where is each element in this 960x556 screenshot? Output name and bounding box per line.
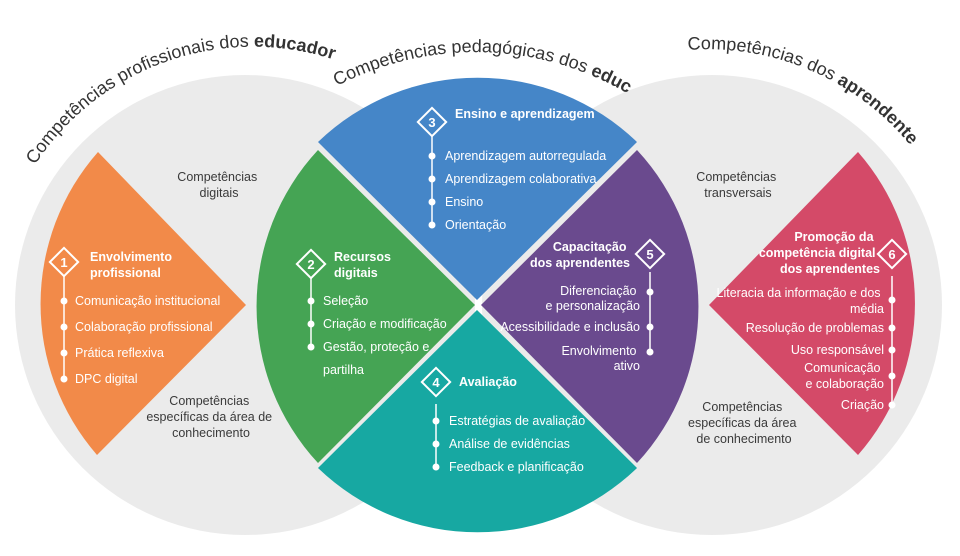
area-5-dot-1 [646, 288, 654, 296]
area-5-item-1: Diferenciação e personalização [545, 284, 640, 313]
area-3-number: 3 [428, 115, 435, 130]
area-1-shape [40, 152, 247, 455]
area-4-title: Avaliação [459, 375, 517, 389]
area-1-dot-4 [60, 375, 68, 383]
area-1-item-1: Comunicação institucional [75, 294, 220, 308]
area-1-dot-2 [60, 323, 68, 331]
area-6-item-1: Literacia da informação e dos média [717, 286, 885, 316]
area-3-item-2: Aprendizagem colaborativa [445, 172, 597, 186]
annotation-right-top: Competências transversais [696, 170, 779, 200]
annotation-left-bottom: Competências específicas da área de conh… [146, 394, 275, 440]
area-3-dot-2 [428, 175, 436, 183]
area-2-dot-3 [307, 343, 315, 351]
area-5-item-2: Acessibilidade e inclusão [500, 320, 640, 334]
area-1-dot-1 [60, 297, 68, 305]
area-3-number-diamond [416, 106, 448, 138]
area-6-dot-1 [888, 296, 896, 304]
area-4-number-diamond [420, 366, 452, 398]
area-4-number: 4 [432, 375, 440, 390]
area-2-number: 2 [307, 257, 314, 272]
area-4-group: 4 Avaliação Estratégias de avaliação Aná… [420, 366, 585, 474]
annotation-left-top: Competências digitais [177, 170, 260, 200]
area-5-number-diamond [634, 238, 666, 270]
area-3-shape [318, 77, 637, 300]
area-5-dot-3 [646, 348, 654, 356]
area-4-item-3: Feedback e planificação [449, 460, 584, 474]
area-6-dot-2 [888, 324, 896, 332]
area-3-title: Ensino e aprendizagem [455, 107, 595, 121]
area-1-number-diamond [48, 246, 80, 278]
area-6-number: 6 [888, 247, 895, 262]
area-3-item-3: Ensino [445, 195, 483, 209]
area-1-number: 1 [60, 255, 67, 270]
area-2-dot-2 [307, 320, 315, 328]
area-1-item-2: Colaboração profissional [75, 320, 213, 334]
area-1-group: 1 Envolvimento profissional Comunicação … [48, 246, 220, 386]
area-2-number-diamond [295, 248, 327, 280]
area-6-dot-3 [888, 346, 896, 354]
area-6-title: Promoção da competência digital dos apre… [759, 230, 880, 276]
area-3-group: 3 Ensino e aprendizagem Aprendizagem aut… [416, 106, 606, 232]
area-5-number: 5 [646, 247, 653, 262]
area-1-item-3: Prática reflexiva [75, 346, 164, 360]
area-3-dot-3 [428, 198, 436, 206]
area-4-dot-1 [432, 417, 440, 425]
area-5-item-3: Envolvimento ativo [561, 344, 640, 373]
area-5-shape [481, 150, 699, 463]
area-2-title: Recursos digitais [334, 250, 394, 280]
area-2-group: 2 Recursos digitais Seleção Criação e mo… [295, 248, 447, 377]
area-6-number-diamond [876, 238, 908, 270]
area-1-dot-3 [60, 349, 68, 357]
area-2-item-3b: partilha [323, 363, 364, 377]
area-4-item-2: Análise de evidências [449, 437, 570, 451]
area-3-dot-4 [428, 221, 436, 229]
area-6-item-4: Comunicação e colaboração [804, 361, 884, 391]
area-3-dot-1 [428, 152, 436, 160]
area-5-title: Capacitação dos aprendentes [530, 240, 630, 270]
area-1-item-4: DPC digital [75, 372, 138, 386]
area-6-group: 6 Promoção da competência digital dos ap… [717, 230, 908, 412]
area-2-shape [256, 150, 475, 463]
area-3-item-1: Aprendizagem autorregulada [445, 149, 606, 163]
area-6-dot-5 [888, 401, 896, 409]
area-4-dot-3 [432, 463, 440, 471]
area-3-item-4: Orientação [445, 218, 506, 232]
area-6-item-5: Criação [841, 398, 884, 412]
area-6-item-2: Resolução de problemas [746, 321, 884, 335]
area-2-dot-1 [307, 297, 315, 305]
area-4-shape [318, 310, 637, 533]
area-5-group: 5 Capacitação dos aprendentes Diferencia… [500, 238, 666, 373]
area-2-item-2: Criação e modificação [323, 317, 447, 331]
area-6-item-3: Uso responsável [791, 343, 884, 357]
annotation-right-bottom: Competências específicas da área de conh… [688, 400, 800, 446]
area-4-dot-2 [432, 440, 440, 448]
area-6-shape [709, 152, 915, 455]
area-4-item-1: Estratégias de avaliação [449, 414, 585, 428]
area-6-dot-4 [888, 372, 896, 380]
area-1-title: Envolvimento profissional [90, 250, 175, 280]
area-5-dot-2 [646, 323, 654, 331]
area-2-item-3: Gestão, proteção e [323, 340, 429, 354]
area-2-item-1: Seleção [323, 294, 368, 308]
